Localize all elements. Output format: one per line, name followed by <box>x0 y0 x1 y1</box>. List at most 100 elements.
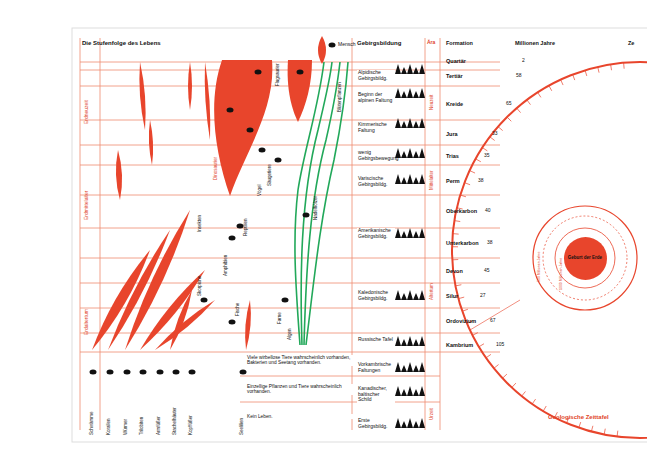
chart-label: Beginn der alpinen Faltung <box>357 92 395 103</box>
scale-tick <box>470 171 475 174</box>
column-line <box>440 38 441 430</box>
scale-tick <box>527 100 531 105</box>
scale-tick <box>464 183 470 185</box>
chart-label: Insekten <box>198 215 203 232</box>
scale-tick <box>561 80 564 85</box>
column-line <box>352 38 353 430</box>
chart-label: Millionen Jahre <box>515 40 555 46</box>
time-spiral <box>452 62 647 438</box>
animal-icon <box>107 370 114 375</box>
earth-core-circle: Geburt der Erde <box>564 237 607 280</box>
mammal-blob <box>288 60 312 122</box>
chart-label: Amphibien <box>224 255 229 276</box>
life-spindle <box>116 150 122 200</box>
life-spindle <box>92 250 150 350</box>
scale-tick <box>498 127 503 131</box>
life-spindle <box>318 36 326 64</box>
chart-label: 38 <box>487 240 493 246</box>
chart-label: 40 <box>485 208 491 214</box>
mountain-icon <box>395 362 425 372</box>
core-label: Geburt der Erde <box>568 256 602 261</box>
chart-label: Fische <box>236 303 241 316</box>
chart-label: Mittelalter <box>430 170 435 190</box>
chart-label: 1000 Millionen Jahre <box>560 258 564 290</box>
animal-icon <box>124 370 131 375</box>
row-line <box>80 145 500 146</box>
chart-label: Erste Gebirgsbildg. <box>357 418 395 429</box>
chart-label: Vögel <box>258 184 263 196</box>
scale-tick <box>610 64 612 70</box>
chart-label: Erdaltertum <box>84 309 90 335</box>
scale-tick <box>507 117 511 121</box>
scale-tick <box>462 309 468 311</box>
scale-tick <box>623 63 625 69</box>
scale-tick <box>512 383 516 387</box>
chart-label: Algen <box>288 328 293 340</box>
chart-label: Mensch <box>338 42 356 48</box>
scale-tick <box>476 159 481 162</box>
animal-icon <box>189 370 196 375</box>
chart-label: Alpidische Gebirgsbildg. <box>357 70 395 81</box>
life-spindle <box>170 290 192 350</box>
chart-label: 65 <box>506 101 512 107</box>
scale-tick <box>452 246 458 247</box>
chart-label: Vorkambrische Faltungen <box>357 362 395 373</box>
chart-label: 2 <box>522 58 525 64</box>
life-spindle <box>139 62 145 130</box>
chart-label: 105 <box>496 342 504 348</box>
chart-label: Unterkarbon <box>446 240 479 246</box>
scale-tick <box>549 86 552 91</box>
chart-label: 500 Millionen Jahre <box>538 252 542 282</box>
chart-label: wenig Gebirgsbewegung <box>357 150 395 161</box>
life-spindle <box>108 230 170 350</box>
mountain-icon <box>395 290 425 300</box>
mountain-icon <box>395 336 425 346</box>
chart-label: Geologische Zeittafel <box>548 414 609 421</box>
chart-label: Stachelhäuter <box>173 407 178 435</box>
chart-label: Urzeit <box>430 408 435 420</box>
mountain-icon <box>395 418 425 428</box>
chart-label: Trias <box>446 153 459 159</box>
life-spindle <box>245 300 251 350</box>
animal-icon <box>259 148 266 153</box>
chart-label: Amerikanische Gebirgsbildg. <box>357 228 395 239</box>
chart-label: Kein Leben. <box>246 414 353 419</box>
chart-label: 67 <box>490 318 496 324</box>
chart-label: Kimmerische Faltung <box>357 122 395 133</box>
row-line <box>80 228 500 229</box>
animal-icon <box>297 70 304 75</box>
scale-tick <box>604 429 605 435</box>
chart-label: Farne <box>278 312 283 324</box>
animal-icon <box>157 370 164 375</box>
scale-tick <box>538 92 541 97</box>
row-line <box>80 258 500 259</box>
scale-tick <box>482 148 487 151</box>
animal-icon <box>275 158 282 163</box>
animal-icon <box>329 43 336 48</box>
chart-label: 33 <box>492 131 498 137</box>
scale-tick <box>517 108 521 113</box>
mountain-icon <box>395 174 425 184</box>
chart-label: Reptilien <box>244 218 249 236</box>
mountain-icon <box>395 228 425 238</box>
chart-label: 45 <box>484 268 490 274</box>
animal-icon <box>173 370 180 375</box>
chart-label: Erdmittelalter <box>84 191 90 220</box>
chart-label: 35 <box>484 153 490 159</box>
chart-label: Trilobiten <box>140 417 145 435</box>
chart-label: Altertum <box>430 283 435 300</box>
chart-label: Erdneuzeit <box>84 100 90 124</box>
mountain-icon <box>395 118 425 128</box>
animal-icon <box>240 370 247 375</box>
chart-label: 38 <box>478 178 484 184</box>
scale-tick <box>522 391 526 396</box>
scale-tick <box>453 233 459 235</box>
animal-icons <box>90 43 336 375</box>
scale-tick <box>579 422 581 428</box>
chart-label: Skorpione <box>198 276 203 296</box>
chart-label: Oberkarbon <box>446 208 477 214</box>
mountain-icon <box>395 64 425 74</box>
scale-tick <box>452 259 458 260</box>
